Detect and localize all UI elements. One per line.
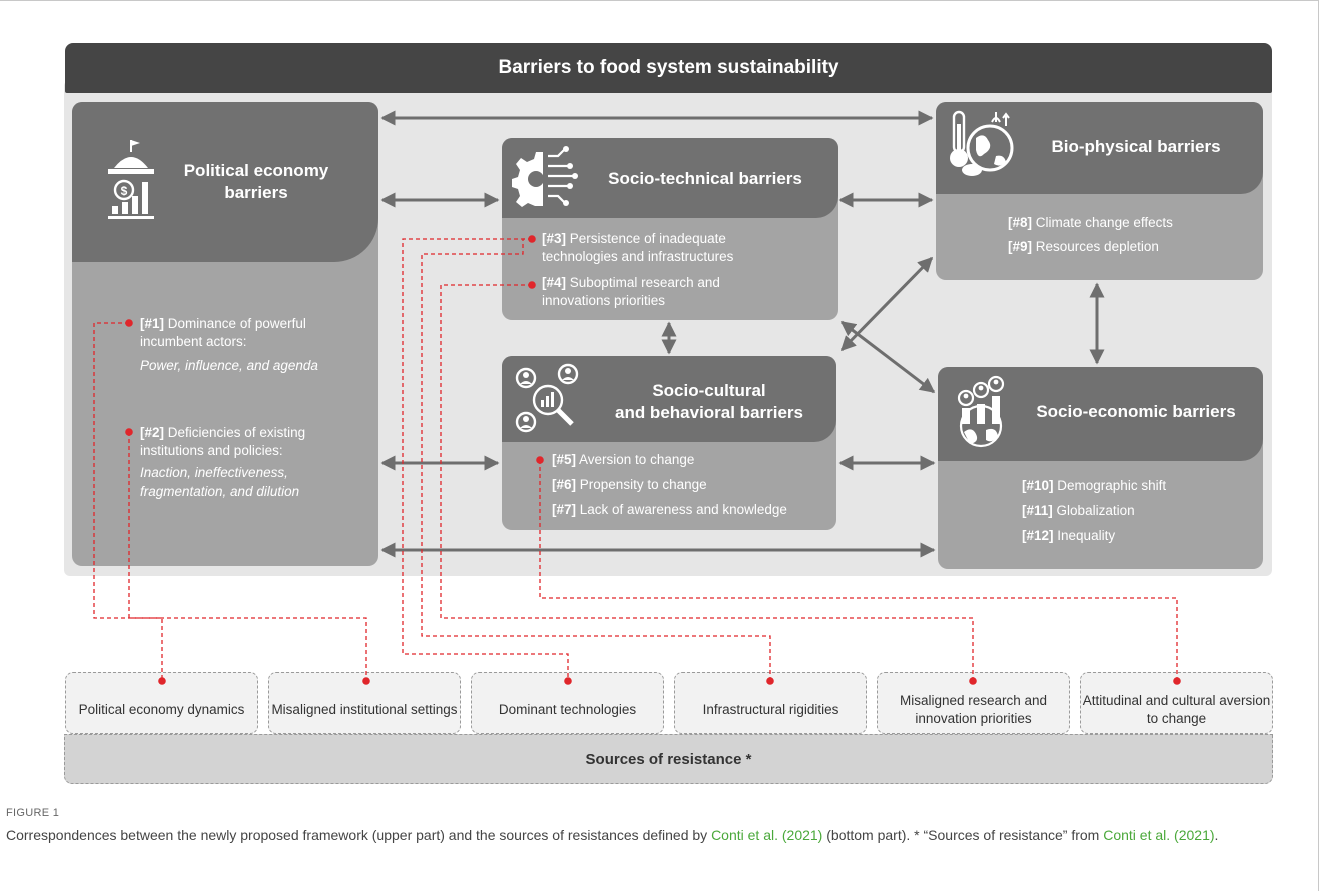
- svg-text:$: $: [121, 184, 128, 198]
- government-finance-icon: $: [102, 138, 160, 220]
- bio-physical-title: Bio-physical barriers: [1051, 137, 1221, 156]
- figure-label: FIGURE 1: [6, 807, 60, 819]
- sources-of-resistance-bar: Sources of resistance *: [64, 734, 1273, 784]
- barrier-5: [#5] Aversion to change: [552, 452, 695, 467]
- barrier-1-detail: Power, influence, and agenda: [140, 358, 318, 373]
- source-infrastructural-rigidities: Infrastructural rigidities: [674, 672, 867, 734]
- bio-physical-header: [936, 102, 1263, 194]
- source-misaligned-institutional-settings: Misaligned institutional settings: [268, 672, 461, 734]
- source-political-economy-dynamics: Political economy dynamics: [65, 672, 258, 734]
- source-dominant-technologies: Dominant technologies: [471, 672, 664, 734]
- socio-economic-title: Socio-economic barriers: [1036, 402, 1236, 421]
- gear-circuit-icon: [512, 146, 578, 208]
- source-misaligned-research-priorities: Misaligned research and innovation prior…: [877, 672, 1070, 734]
- barrier-6: [#6] Propensity to change: [552, 477, 707, 492]
- barrier-11: [#11] Globalization: [1022, 503, 1135, 518]
- figure-caption: Correspondences between the newly propos…: [6, 827, 1219, 843]
- globe-people-chart-icon: [950, 374, 1012, 448]
- barrier-8: [#8] Climate change effects: [1008, 215, 1173, 230]
- climate-earth-icon: [948, 110, 1018, 180]
- people-search-icon: [514, 362, 580, 434]
- barrier-10: [#10] Demographic shift: [1022, 478, 1167, 493]
- barrier-9: [#9] Resources depletion: [1008, 239, 1159, 254]
- barrier-2-detail: Inaction, ineffectiveness,fragmentation,…: [140, 465, 300, 499]
- diagram-title: Barriers to food system sustainability: [65, 43, 1272, 93]
- socio-technical-header: [502, 138, 838, 218]
- source-aversion-to-change: Attitudinal and cultural aversion to cha…: [1080, 672, 1273, 734]
- citation-link[interactable]: Conti et al. (2021): [711, 827, 823, 843]
- socio-technical-title: Socio-technical barriers: [608, 169, 802, 188]
- barrier-7: [#7] Lack of awareness and knowledge: [552, 502, 787, 517]
- barrier-12: [#12] Inequality: [1022, 528, 1116, 543]
- citation-link[interactable]: Conti et al. (2021): [1103, 827, 1215, 843]
- political-economy-title: Political economy barriers: [183, 161, 329, 202]
